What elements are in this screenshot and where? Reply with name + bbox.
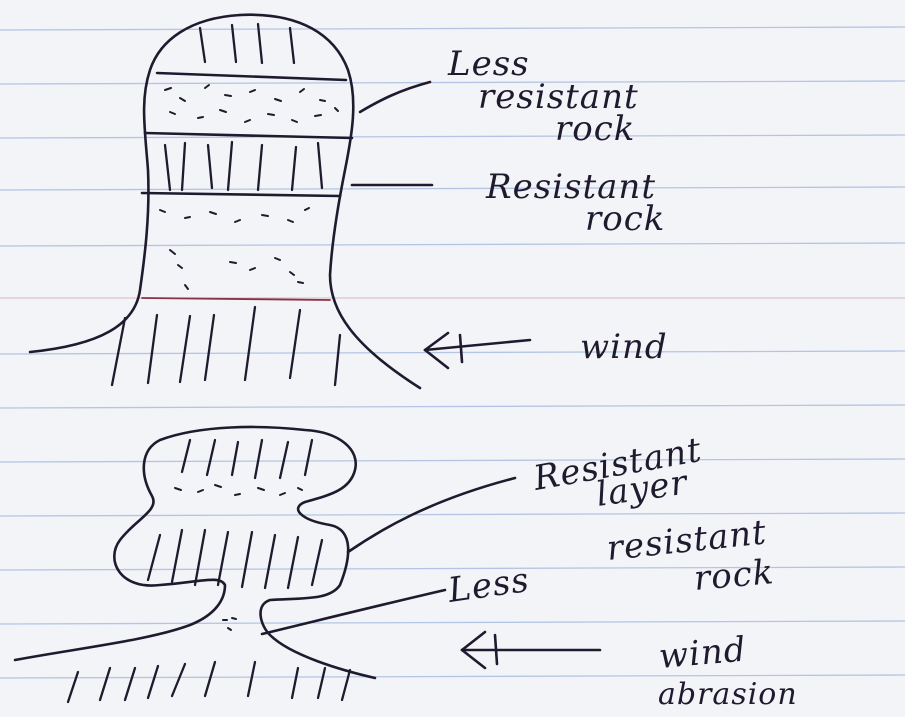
label-top-resistant-2: rock: [585, 199, 665, 239]
ruled-line: [0, 513, 905, 516]
bottom-wind-arrow: [462, 632, 600, 668]
bottom-leader-less-resistant: [262, 590, 445, 634]
ruled-line: [0, 27, 905, 30]
label-top-wind: wind: [580, 327, 668, 367]
top-layer-boundary-1: [157, 73, 346, 80]
label-bottom-abrasion: abrasion: [658, 677, 798, 712]
bottom-body-hatching: [148, 530, 322, 588]
top-wind-arrow: [425, 333, 530, 368]
top-middle-hatching: [165, 142, 322, 190]
ruled-line: [0, 351, 905, 354]
ruled-line: [0, 187, 905, 190]
bottom-labels: Resistant layer Less resistant rock wind…: [445, 430, 798, 712]
ruled-line: [0, 405, 905, 408]
bottom-stem-stipple: [223, 618, 236, 630]
top-layer-boundary-3: [142, 193, 340, 196]
top-pillar-outline-left: [30, 15, 240, 352]
top-leader-less-resistant: [360, 82, 430, 112]
top-stipple-layer-2: [160, 208, 309, 289]
bottom-rock-outline: [15, 427, 375, 678]
label-bottom-wind: wind: [657, 629, 748, 676]
top-base-hatching: [112, 307, 340, 385]
ruled-line: [0, 621, 905, 624]
label-bottom-less-resistant-3: rock: [692, 552, 776, 599]
bottom-cap-stipple: [175, 485, 302, 495]
top-labels: Less resistant rock Resistant rock wind: [447, 44, 668, 367]
top-stipple-layer-1: [165, 85, 338, 122]
top-pillar-outline-right: [240, 15, 420, 388]
ruled-line: [0, 459, 905, 462]
label-bottom-less-resistant-1: Less: [445, 560, 532, 611]
ruled-line: [0, 243, 905, 246]
label-top-less-resistant-3: rock: [555, 109, 635, 149]
ruled-line: [0, 135, 905, 138]
bottom-cap-hatching: [182, 440, 312, 478]
bottom-ground-hatching: [68, 662, 350, 702]
